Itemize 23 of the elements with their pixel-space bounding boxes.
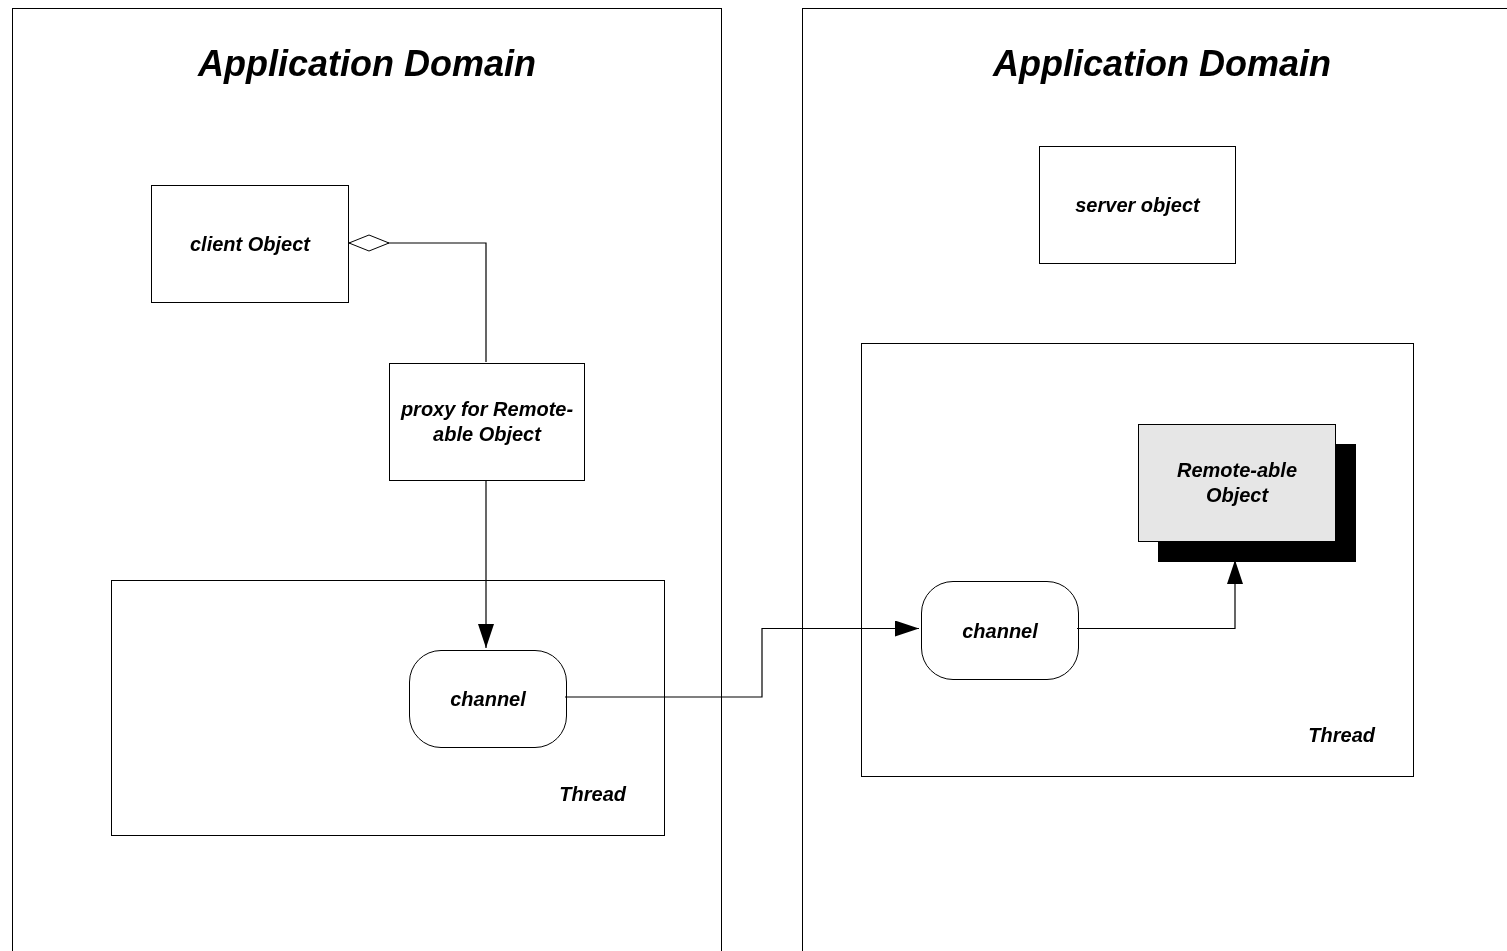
node-label: Application Domain — [198, 42, 536, 86]
connector-arrow — [1076, 559, 1243, 630]
object-box — [389, 363, 585, 481]
node-label: Thread — [1308, 724, 1375, 746]
node-label: Thread — [559, 783, 626, 805]
connector-arrow — [478, 479, 494, 649]
object-box — [1138, 424, 1356, 562]
node-label: Remote-able Object — [1176, 458, 1298, 508]
object-box — [151, 185, 349, 303]
node-label: channel — [450, 687, 526, 712]
node-label: channel — [962, 618, 1038, 644]
channel-box — [409, 650, 567, 748]
connector-arrow — [564, 620, 920, 698]
node-label: proxy for Remote-able Object — [399, 397, 575, 447]
node-label: server object — [1075, 192, 1200, 218]
channel-box — [921, 581, 1079, 680]
node-label: Application Domain — [993, 42, 1331, 86]
domain-box — [12, 8, 722, 951]
thread-box — [111, 580, 665, 836]
node-label: client Object — [190, 231, 310, 257]
object-box — [1039, 146, 1236, 264]
thread-box — [861, 343, 1414, 777]
domain-box — [802, 8, 1507, 951]
